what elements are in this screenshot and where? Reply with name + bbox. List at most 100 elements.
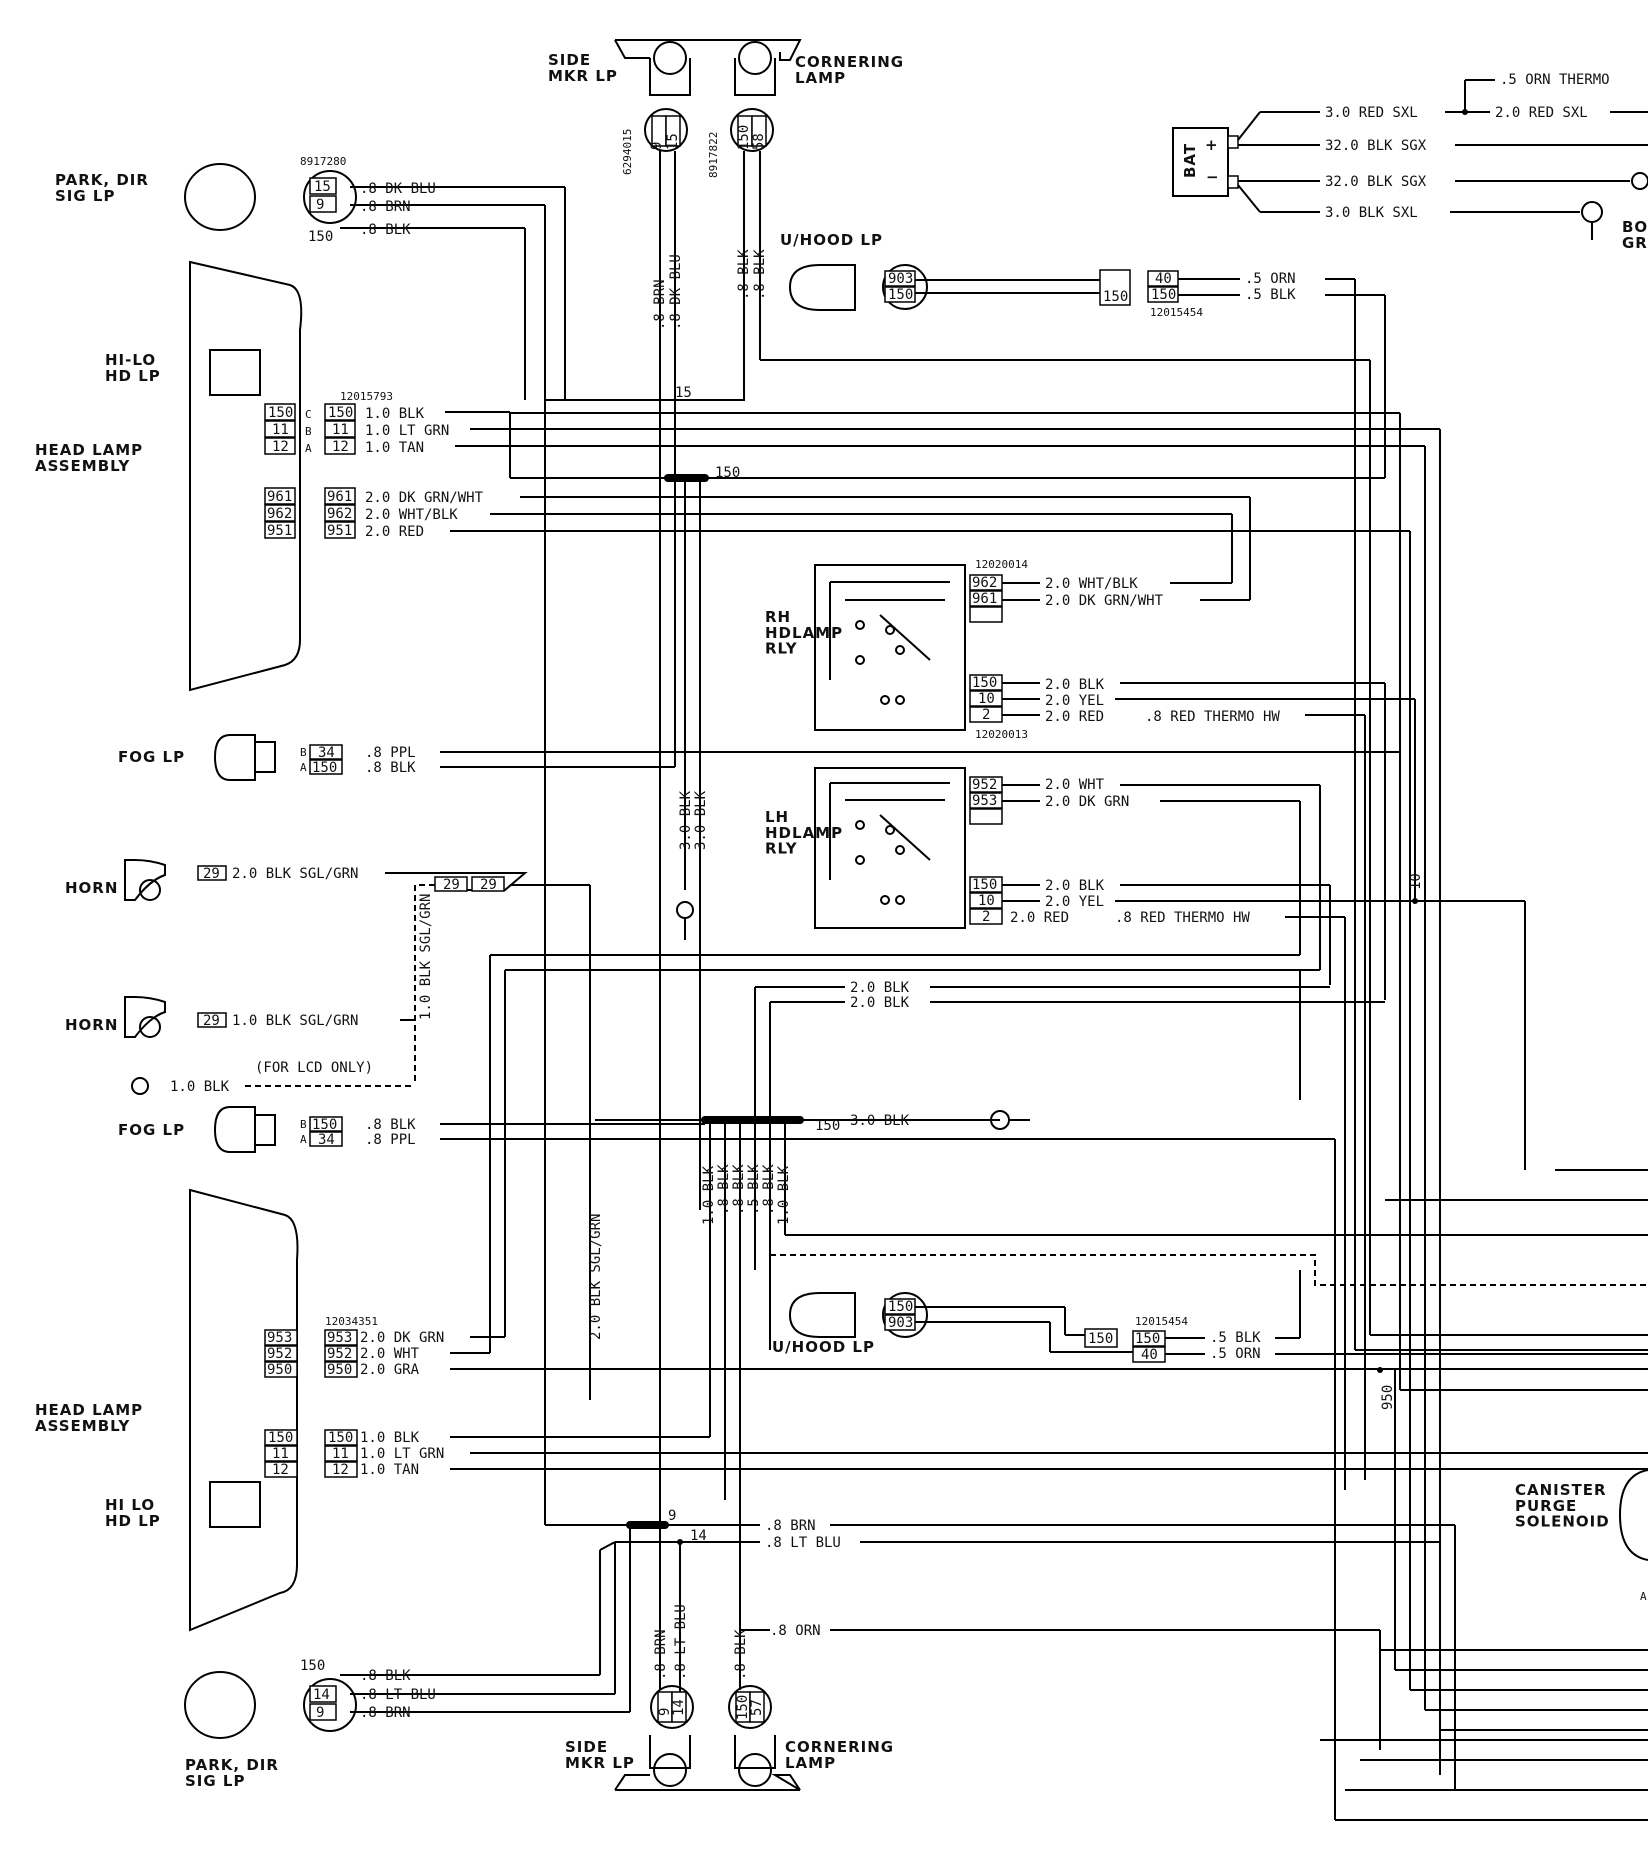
part-12015454-bottom: 12015454 <box>1135 1315 1188 1328</box>
underhood-lamp-top: U/HOOD LP 903 150 150 40 150 12015454 .5… <box>780 231 1386 1350</box>
hd-circuit-962b: 962 <box>327 506 352 522</box>
fog-circuit-150: 150 <box>312 760 337 776</box>
hb-circuit-150: 150 <box>268 1430 293 1446</box>
wire-fog-bot-a: .8 PPL <box>365 1132 416 1148</box>
uh-circuit-150: 150 <box>888 287 913 303</box>
lh-circuit-10: 10 <box>978 893 995 909</box>
part-12020013: 12020013 <box>975 728 1028 741</box>
wire-lcd: 1.0 BLK <box>170 1079 230 1095</box>
lh-circuit-150: 150 <box>972 877 997 893</box>
wire-side-top-2: .8 DK BLU <box>668 254 684 330</box>
hb-circuit-950: 950 <box>267 1362 292 1378</box>
wire-park-top-3: .8 BLK <box>360 222 411 238</box>
uh-circuit-150b: 150 <box>1103 289 1128 305</box>
park-circuit-150: 150 <box>308 229 333 245</box>
corner-bot-circuit-150: 150 <box>735 1695 751 1720</box>
mid-ground-wires: 2.0 BLK 2.0 BLK <box>489 954 1385 1300</box>
wire-gnd-vert-b: 3.0 BLK <box>693 790 709 850</box>
hb-circuit-150b: 150 <box>328 1430 353 1446</box>
wire-bat-3: 32.0 BLK SGX <box>1325 138 1427 154</box>
bottom-bus: 9 14 .8 BRN .8 LT BLU .8 ORN <box>545 970 1648 1821</box>
pin-b: B <box>305 425 312 438</box>
horn-label-2: HORN <box>65 1016 118 1034</box>
wire-lh-a: 2.0 WHT <box>1045 777 1105 793</box>
ground-fan: 1.0 BLK .8 BLK .8 BLK .5 BLK .8 BLK 1.0 … <box>588 1120 1648 1640</box>
part-12020014: 12020014 <box>975 558 1028 571</box>
rh-circuit-961: 961 <box>972 591 997 607</box>
fog2-pin-b: B <box>300 1118 307 1131</box>
wire-rh-b: 2.0 DK GRN/WHT <box>1045 593 1164 609</box>
underhood-lamp-bottom: U/HOOD LP 150 903 150 12015454 150 40 .5… <box>772 1270 1648 1410</box>
uh-circuit-40: 40 <box>1155 271 1172 287</box>
wire-bat-2: 2.0 RED SXL <box>1495 105 1588 121</box>
hb-circuit-12: 12 <box>272 1462 289 1478</box>
pin-c: C <box>305 408 312 421</box>
wire-hd-top-961: 2.0 DK GRN/WHT <box>365 490 484 506</box>
wire-gnd-vert-a: 3.0 BLK <box>678 790 694 850</box>
wire-park-bot-1: .8 BLK <box>360 1668 411 1684</box>
park-bot-circuit-14: 14 <box>313 1687 330 1703</box>
wire-hd-bot-952: 2.0 WHT <box>360 1346 420 1362</box>
wire-lh-b2: 2.0 YEL <box>1045 894 1104 910</box>
circuit-950-vertical: 950 <box>1380 1385 1396 1410</box>
wire-fan-1: 1.0 BLK <box>701 1165 717 1225</box>
horn-circuit-29c: 29 <box>480 877 497 893</box>
circuit-9-top: 9 <box>649 142 665 150</box>
uh2-circuit-903: 903 <box>888 1315 913 1331</box>
hb-circuit-950b: 950 <box>327 1362 352 1378</box>
horn-circuit-29: 29 <box>203 866 220 882</box>
wire-lh-c2: 2.0 BLK <box>1045 878 1105 894</box>
fog2-circuit-34: 34 <box>318 1132 335 1148</box>
part-12015454-top: 12015454 <box>1150 306 1203 319</box>
wire-bat-thermo: .5 ORN THERMO <box>1500 72 1610 88</box>
horn-label-1: HORN <box>65 879 118 897</box>
fog2-pin-a: A <box>300 1133 307 1146</box>
wire-fan-3: .8 BLK <box>731 1164 747 1215</box>
part-6294015: 6294015 <box>621 129 634 175</box>
rh-circuit-2: 2 <box>982 707 990 723</box>
wire-uhood-top-2: .5 BLK <box>1245 287 1296 303</box>
hd-circuit-12b: 12 <box>332 439 349 455</box>
wire-corner-top-2: .8 BLK <box>752 249 768 300</box>
park-circuit-9: 9 <box>316 197 324 213</box>
lh-circuit-2: 2 <box>982 909 990 925</box>
hb-circuit-11b: 11 <box>332 1446 349 1462</box>
battery-negative: − <box>1206 168 1220 186</box>
uh2-circuit-150b: 150 <box>1088 1331 1113 1347</box>
wire-horn-sgl-vertical: 2.0 BLK SGL/GRN <box>588 1214 604 1340</box>
horns: HORN 29 2.0 BLK SGL/GRN 29 29 1.0 BLK SG… <box>65 859 591 1400</box>
side-bot-circuit-14: 14 <box>671 1699 687 1716</box>
bus-circuit-9: 9 <box>668 1508 676 1524</box>
hd-circuit-11b: 11 <box>332 422 349 438</box>
horn2-circuit-29: 29 <box>203 1013 220 1029</box>
horn-circuit-29b: 29 <box>443 877 460 893</box>
hd-circuit-961b: 961 <box>327 489 352 505</box>
wire-fan-6: 1.0 BLK <box>776 1165 792 1225</box>
circuit-10-vertical: 10 <box>1408 873 1424 890</box>
wire-bat-5: 3.0 BLK SXL <box>1325 205 1418 221</box>
wire-rh-thermo: .8 RED THERMO HW <box>1145 709 1280 725</box>
uhood-label-bottom: U/HOOD LP <box>772 1338 875 1356</box>
hd-circuit-951b: 951 <box>327 523 352 539</box>
lh-circuit-953: 953 <box>972 793 997 809</box>
hb-circuit-953b: 953 <box>327 1330 352 1346</box>
wire-side-bot-1: .8 BRN <box>653 1629 669 1680</box>
hd-circuit-11: 11 <box>272 422 289 438</box>
wire-lh-b: 2.0 DK GRN <box>1045 794 1129 810</box>
lh-circuit-952: 952 <box>972 777 997 793</box>
wire-hd-top-c: 1.0 BLK <box>365 406 425 422</box>
hd-circuit-951: 951 <box>267 523 292 539</box>
bus-circuit-15: 15 <box>675 385 692 401</box>
wire-uhood-bot-2: .5 ORN <box>1210 1346 1261 1362</box>
part-12015793: 12015793 <box>340 390 393 403</box>
